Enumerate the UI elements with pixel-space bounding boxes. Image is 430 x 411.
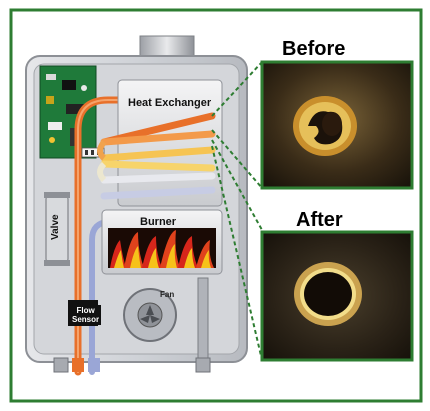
flow-sensor-label-line2: Sensor bbox=[72, 315, 100, 324]
valve-label: Valve bbox=[50, 214, 61, 240]
callout-line-before-top bbox=[211, 61, 263, 117]
burner-label: Burner bbox=[140, 216, 177, 228]
callout-line-after-bottom bbox=[211, 145, 263, 361]
burner-flames bbox=[110, 230, 214, 268]
gas-pipe bbox=[197, 277, 209, 371]
coil-warm-1 bbox=[100, 146, 216, 162]
after-label: After bbox=[296, 209, 343, 231]
heat-exchanger-label: Heat Exchanger bbox=[128, 97, 212, 109]
callout-line-before-bottom bbox=[211, 129, 263, 189]
fan-label: Fan bbox=[160, 290, 175, 299]
coil-warm-2 bbox=[100, 160, 216, 172]
connector-2 bbox=[72, 358, 84, 372]
before-label: Before bbox=[282, 38, 346, 60]
coil-cool-1 bbox=[100, 172, 216, 184]
connector-1 bbox=[53, 357, 69, 373]
coil-cool-2 bbox=[100, 186, 216, 200]
connector-3 bbox=[88, 358, 100, 372]
connector-4 bbox=[195, 357, 211, 373]
coil-hot-2 bbox=[100, 130, 216, 146]
flow-sensor-label-line1: Flow bbox=[76, 306, 95, 315]
callout-line-after-top bbox=[211, 139, 263, 231]
flow-sensor-label: Flow Sensor bbox=[70, 305, 102, 325]
